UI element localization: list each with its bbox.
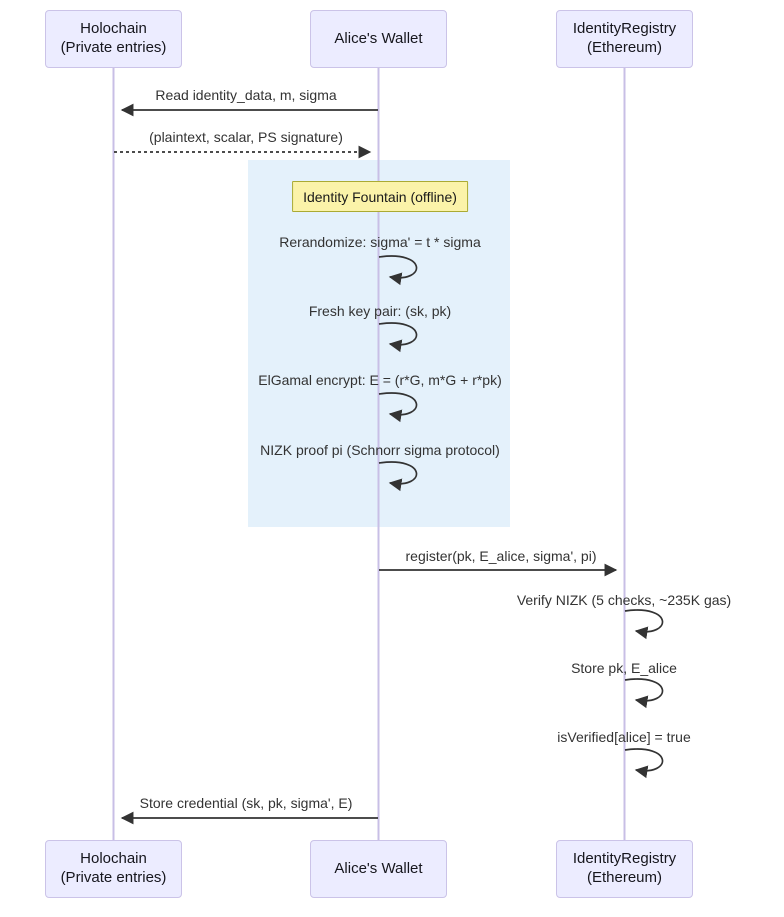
msg-read-identity-label: Read identity_data, m, sigma xyxy=(155,87,337,103)
loop-rerandomize xyxy=(378,255,418,286)
loop-store-pk xyxy=(624,678,664,709)
msg-store-pk-label: Store pk, E_alice xyxy=(571,660,677,676)
actor-label: Holochain xyxy=(80,20,147,38)
note-identity-fountain: Identity Fountain (offline) xyxy=(292,181,468,212)
msg-plaintext-return-label: (plaintext, scalar, PS signature) xyxy=(149,129,343,145)
msg-elgamal-encrypt-label: ElGamal encrypt: E = (r*G, m*G + r*pk) xyxy=(258,372,502,388)
loop-nizk-proof xyxy=(378,461,418,492)
actor-label: Holochain xyxy=(80,850,147,868)
actor-bottom-holochain: Holochain (Private entries) xyxy=(45,840,182,898)
msg-rerandomize-label: Rerandomize: sigma' = t * sigma xyxy=(279,234,481,250)
actor-sublabel: (Private entries) xyxy=(60,39,167,56)
loop-isverified xyxy=(624,748,664,779)
msg-store-credential-label: Store credential (sk, pk, sigma', E) xyxy=(139,795,353,811)
actor-top-identity-registry: IdentityRegistry (Ethereum) xyxy=(556,10,693,68)
loop-fresh-key-pair xyxy=(378,322,418,353)
loop-verify-nizk xyxy=(624,609,664,640)
msg-register-label: register(pk, E_alice, sigma', pi) xyxy=(405,548,597,564)
actor-sublabel: (Ethereum) xyxy=(586,39,663,56)
actor-label: Alice's Wallet xyxy=(334,29,423,47)
actor-sublabel: (Ethereum) xyxy=(586,869,663,886)
actor-sublabel: (Private entries) xyxy=(60,869,167,886)
actor-bottom-identity-registry: IdentityRegistry (Ethereum) xyxy=(556,840,693,898)
msg-fresh-key-pair-label: Fresh key pair: (sk, pk) xyxy=(308,303,452,319)
actor-label: IdentityRegistry xyxy=(572,20,677,38)
loop-elgamal-encrypt xyxy=(378,392,418,423)
actor-bottom-alice-wallet: Alice's Wallet xyxy=(310,840,447,898)
actor-label: IdentityRegistry xyxy=(572,850,677,868)
msg-verify-nizk-label: Verify NIZK (5 checks, ~235K gas) xyxy=(516,592,732,608)
actor-label: Alice's Wallet xyxy=(334,859,423,877)
actor-top-holochain: Holochain (Private entries) xyxy=(45,10,182,68)
msg-nizk-proof-label: NIZK proof pi (Schnorr sigma protocol) xyxy=(260,442,500,458)
msg-isverified-label: isVerified[alice] = true xyxy=(557,729,691,745)
actor-top-alice-wallet: Alice's Wallet xyxy=(310,10,447,68)
